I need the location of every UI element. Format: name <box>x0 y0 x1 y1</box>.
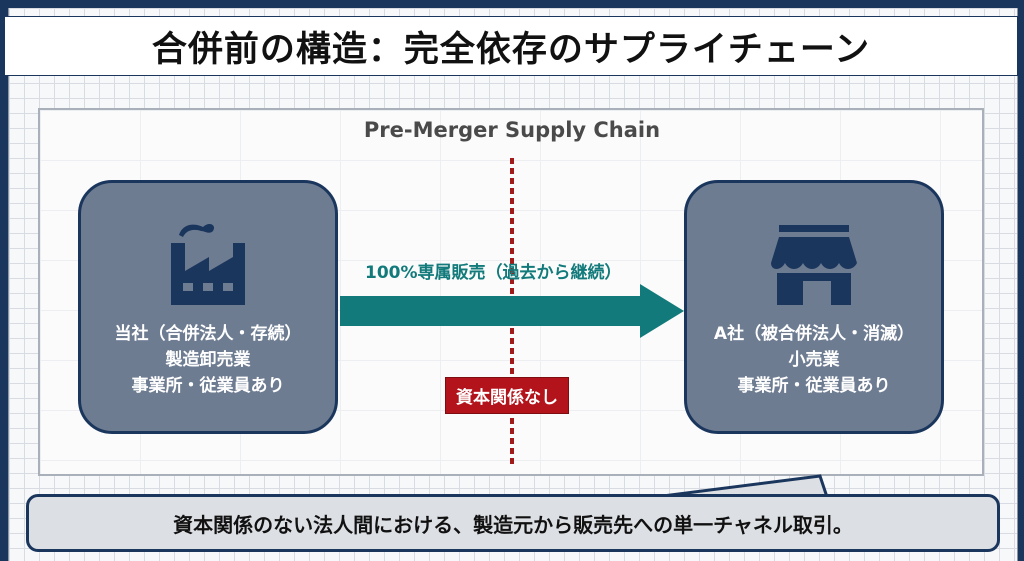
entity-business: 小売業 <box>788 350 840 370</box>
entity-our-company-text: 当社（合併法人・存続） 製造卸売業 事業所・従業員あり <box>81 321 335 399</box>
entity-company-a: A社（被合併法人・消滅） 小売業 事業所・従業員あり <box>684 180 944 434</box>
entity-name: A社（被合併法人・消滅） <box>713 324 915 344</box>
entity-name: 当社（合併法人・存続） <box>114 324 302 344</box>
entity-business: 製造卸売業 <box>165 350 251 370</box>
storefront-icon <box>771 225 857 305</box>
factory-icon <box>171 224 245 305</box>
title-bar: 合併前の構造：完全依存のサプライチェーン <box>4 16 1018 76</box>
entity-company-a-text: A社（被合併法人・消滅） 小売業 事業所・従業員あり <box>687 321 941 399</box>
sales-flow-arrow <box>340 284 684 338</box>
entity-our-company: 当社（合併法人・存続） 製造卸売業 事業所・従業員あり <box>78 180 338 434</box>
summary-text: 資本関係のない法人間における、製造元から販売先への単一チャネル取引。 <box>173 512 853 537</box>
entity-facilities: 事業所・従業員あり <box>131 376 285 396</box>
entity-facilities: 事業所・従業員あり <box>737 376 891 396</box>
summary-callout: 資本関係のない法人間における、製造元から販売先への単一チャネル取引。 <box>26 494 1000 552</box>
panel-title: Pre-Merger Supply Chain <box>363 118 661 142</box>
sales-flow-label: 100%専属販売（過去から継続） <box>365 263 622 283</box>
page-title: 合併前の構造：完全依存のサプライチェーン <box>151 29 871 70</box>
capital-relation-badge: 資本関係なし <box>445 377 569 414</box>
